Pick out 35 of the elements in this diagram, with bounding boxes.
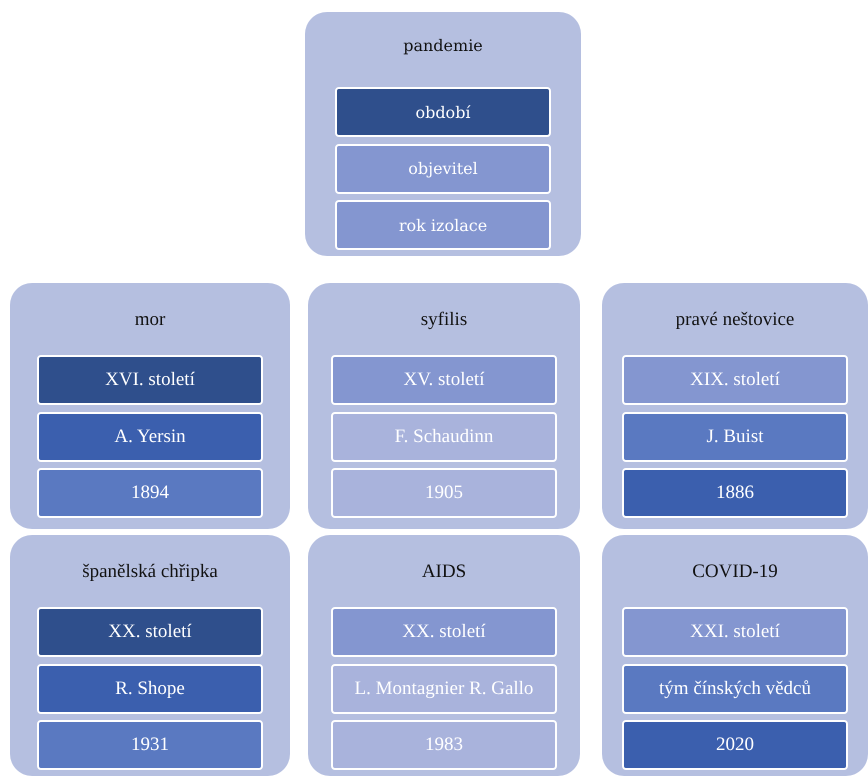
category-card bbox=[308, 283, 580, 529]
card-heading: mor bbox=[134, 309, 166, 331]
value-box: A. Yersin bbox=[37, 412, 263, 462]
value-box: období bbox=[335, 87, 551, 137]
card-heading: COVID-19 bbox=[691, 561, 779, 583]
value-box: rok izolace bbox=[335, 200, 551, 250]
card-heading: španělská chřipka bbox=[81, 561, 219, 583]
value-box: XX. století bbox=[331, 607, 557, 657]
value-box: XXI. století bbox=[622, 607, 848, 657]
value-box: XV. století bbox=[331, 355, 557, 405]
value-box: objevitel bbox=[335, 144, 551, 194]
card-heading: AIDS bbox=[420, 561, 468, 583]
value-box: 1905 bbox=[331, 468, 557, 518]
value-box: 2020 bbox=[622, 720, 848, 770]
value-box: XX. století bbox=[37, 607, 263, 657]
category-card bbox=[602, 535, 868, 776]
category-card bbox=[10, 535, 290, 776]
value-box: R. Shope bbox=[37, 664, 263, 714]
value-box: tým čínských vědců bbox=[622, 664, 848, 714]
category-card bbox=[602, 283, 868, 529]
value-box: L. Montagnier R. Gallo bbox=[331, 664, 557, 714]
value-box: F. Schaudinn bbox=[331, 412, 557, 462]
category-card bbox=[10, 283, 290, 529]
value-box: 1931 bbox=[37, 720, 263, 770]
value-box: 1983 bbox=[331, 720, 557, 770]
value-box: 1886 bbox=[622, 468, 848, 518]
value-box: XIX. století bbox=[622, 355, 848, 405]
category-card bbox=[308, 535, 580, 776]
category-card bbox=[305, 12, 581, 256]
value-box: J. Buist bbox=[622, 412, 848, 462]
value-box: 1894 bbox=[37, 468, 263, 518]
value-box: XVI. století bbox=[37, 355, 263, 405]
card-heading: syfilis bbox=[420, 309, 468, 331]
card-heading: pravé neštovice bbox=[674, 309, 796, 331]
card-heading: pandemie bbox=[402, 36, 484, 55]
